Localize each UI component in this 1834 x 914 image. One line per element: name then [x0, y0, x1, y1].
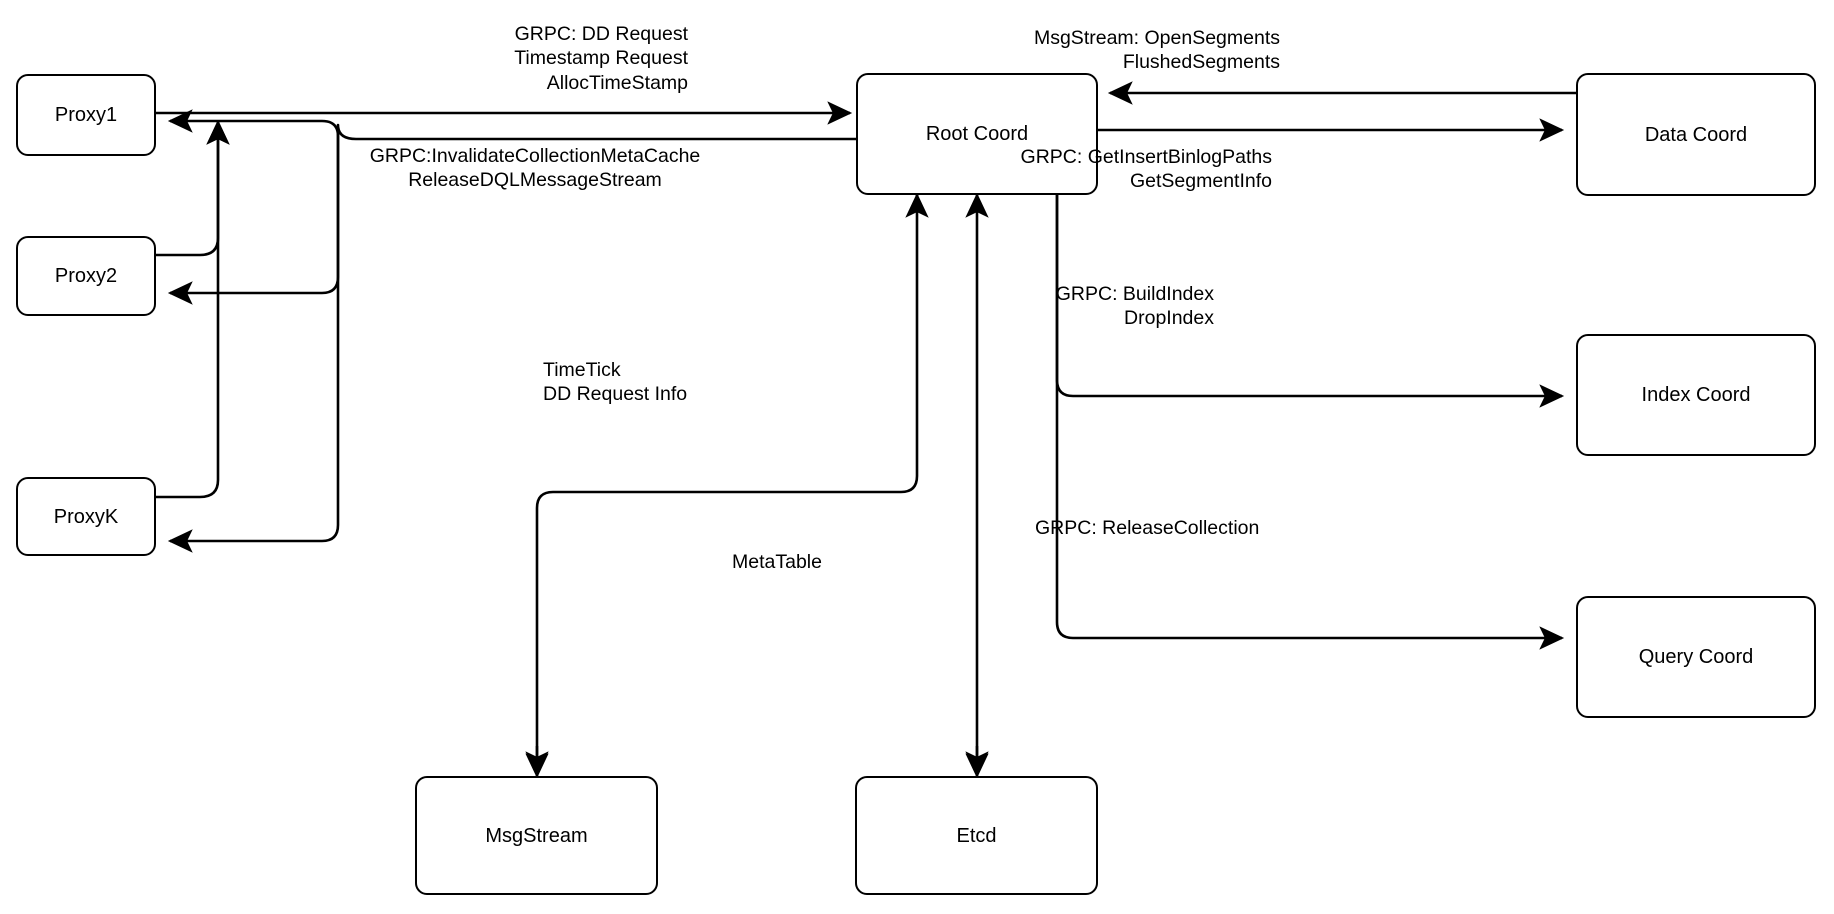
edge-label-line: GRPC:InvalidateCollectionMetaCache: [369, 145, 701, 167]
node-msgstream[interactable]: MsgStream: [415, 776, 658, 895]
edge-label-line: DropIndex: [1124, 307, 1214, 330]
node-etcd-label: Etcd: [956, 824, 997, 847]
edge-proxyk-to-trunk: [156, 119, 230, 499]
edge-proxy2-to-trunk: [156, 119, 230, 257]
edge-rootcoord-to-proxies-bus: [336, 123, 856, 141]
node-proxy1[interactable]: Proxy1: [16, 74, 156, 156]
edge-rootcoord-to-querycoord: [1055, 195, 1565, 650]
edge-label-line: GetSegmentInfo: [1129, 170, 1272, 193]
node-root-coord-label: Root Coord: [925, 123, 1029, 145]
node-proxyk-label: ProxyK: [53, 505, 119, 528]
node-index-coord-label: Index Coord: [1641, 384, 1751, 406]
edge-label-line: FlushedSegments: [1122, 51, 1280, 74]
node-data-coord-label: Data Coord: [1644, 123, 1748, 146]
node-proxy1-label: Proxy1: [54, 104, 118, 126]
node-proxyk[interactable]: ProxyK: [16, 477, 156, 556]
edge-msgstream-route-main: [525, 200, 919, 779]
node-query-coord-label: Query Coord: [1638, 646, 1754, 668]
edge-label-line: GRPC: GetInsertBinlogPaths: [1020, 146, 1272, 168]
node-query-coord[interactable]: Query Coord: [1576, 596, 1816, 718]
node-index-coord[interactable]: Index Coord: [1576, 334, 1816, 456]
edge-rootcoord-to-proxy2: [167, 139, 340, 305]
node-data-coord[interactable]: Data Coord: [1576, 73, 1816, 196]
edge-label-line: MsgStream: OpenSegments: [1033, 27, 1280, 49]
edge-label-line: AllocTimeStamp: [546, 71, 688, 94]
edge-label-line: DD Request Info: [543, 383, 688, 406]
edge-label-root-to-querycoord: GRPC: ReleaseCollection: [1035, 516, 1295, 540]
edge-label-line: GRPC: ReleaseCollection: [1035, 517, 1260, 539]
edge-label-line: Timestamp Request: [514, 47, 688, 70]
node-proxy2[interactable]: Proxy2: [16, 236, 156, 316]
edge-label-line: GRPC: BuildIndex: [1055, 283, 1214, 305]
edge-label-line: MetaTable: [732, 551, 822, 573]
node-root-coord[interactable]: Root Coord: [856, 73, 1098, 195]
node-etcd[interactable]: Etcd: [855, 776, 1098, 895]
node-msgstream-label: MsgStream: [485, 824, 588, 847]
edge-label-line: TimeTick: [543, 359, 621, 381]
edge-label-line: ReleaseDQLMessageStream: [408, 169, 662, 192]
node-proxy2-label: Proxy2: [54, 265, 118, 287]
edge-label-root-to-etcd: MetaTable: [732, 550, 842, 574]
edge-rootcoord-to-proxyk: [167, 139, 340, 553]
edge-label-line: GRPC: DD Request: [514, 23, 688, 45]
edge-rootcoord-to-proxy1: [167, 109, 340, 139]
